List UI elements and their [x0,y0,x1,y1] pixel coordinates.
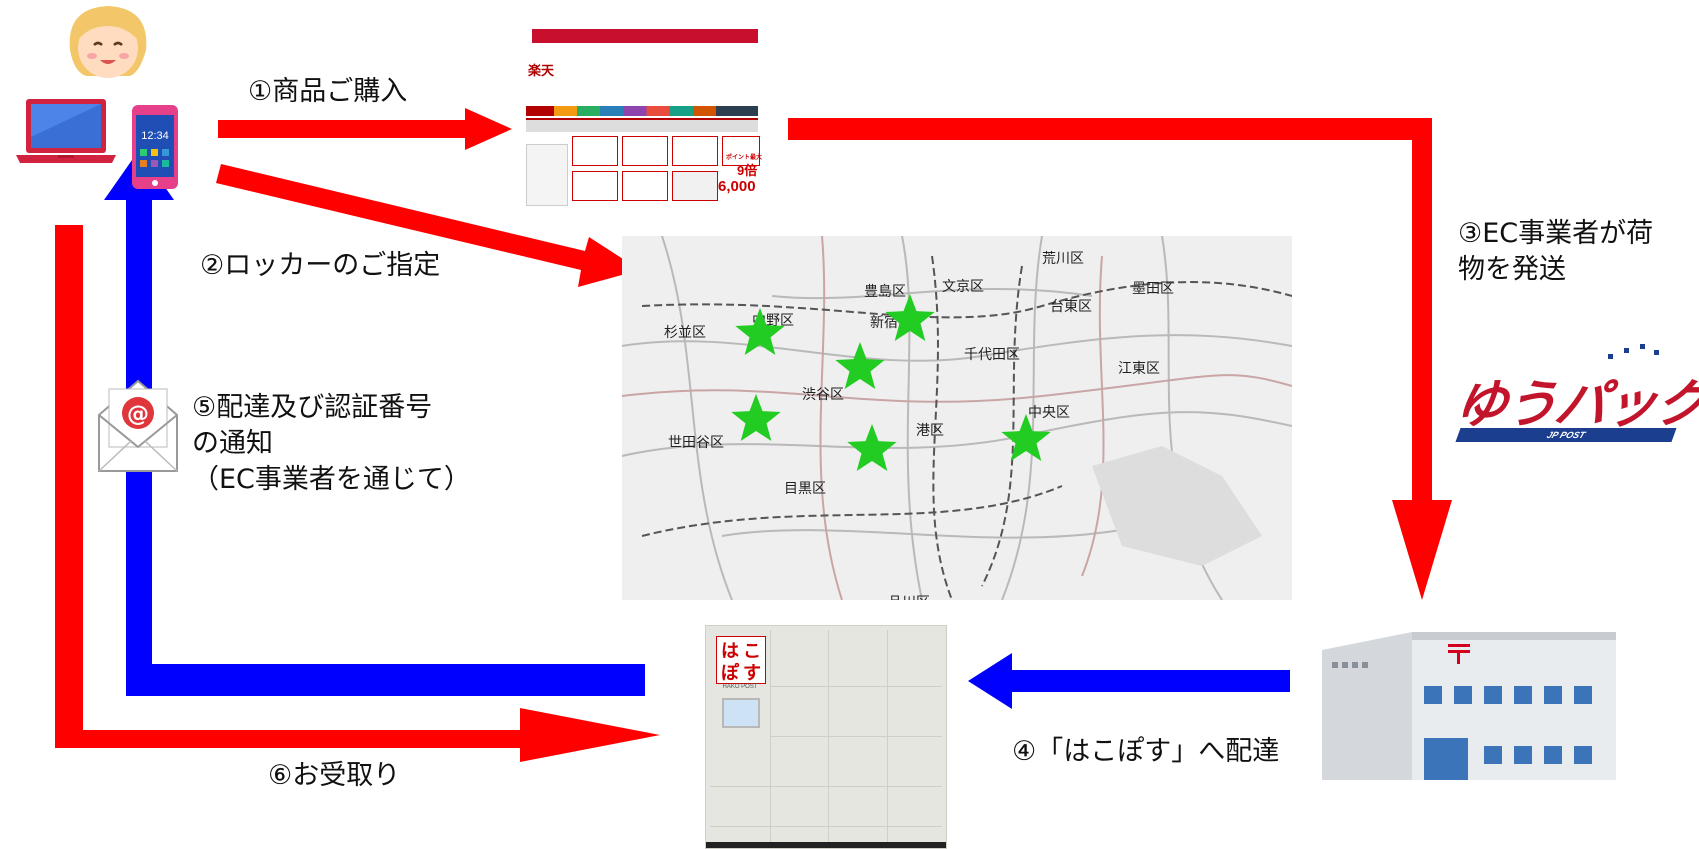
locker-row-divider [770,736,942,737]
ward-label: 港区 [916,423,944,439]
arrow-deliver [968,653,1290,709]
email-envelope-icon: @ [98,379,178,472]
website-search [526,118,758,132]
map-roads [622,236,1292,600]
website-card [572,171,618,201]
arrow-locker-select [216,164,640,287]
locker-row-divider [710,786,942,787]
step4-label: ④「はこぽす」へ配達 [1012,736,1280,767]
yupack-sub: JP POST [1455,428,1677,442]
hakopost-char: こ [743,641,761,662]
phone-clock: 12:34 [141,130,169,142]
locker-location-star [835,342,885,389]
ward-label: 江東区 [1118,361,1160,377]
locker-location-stars [731,294,1051,471]
website-nav [526,106,758,116]
website-sidebar [526,144,568,206]
ward-label: 目黒区 [784,481,826,497]
at-symbol: @ [127,402,149,427]
woman-face-icon [69,6,147,78]
yupack-logo: ゆうパック JP POST [1448,342,1699,468]
locker-row-divider [770,686,942,687]
ward-label: 墨田区 [1132,281,1174,297]
hakopost-locker: は こ ぽ す HAKO POST [705,625,947,849]
locker-screen [722,698,760,728]
ward-label: 台東区 [1050,299,1092,315]
hakopost-char: は [721,641,739,662]
locker-location-star [735,308,785,355]
locker-location-star [731,394,781,441]
locker-row-divider [710,826,942,827]
locker-column-divider [887,630,888,844]
laptop-icon [16,99,116,163]
website-card [572,136,618,166]
hakopost-char: ぽ [721,663,739,684]
website-big-number: 6,000 [718,178,756,195]
step6-label: ⑥お受取り [268,760,401,791]
step5-label: ⑤配達及び認証番号 の通知 （EC事業者を通じて） [192,392,471,495]
ward-label: 世田谷区 [668,435,724,451]
ward-label: 千代田区 [964,347,1020,363]
website-card [672,171,718,201]
arrow-purchase [218,108,512,150]
ward-label: 中央区 [1028,405,1070,421]
locker-location-star [1001,414,1051,461]
website-multiplier: 9倍 [737,163,758,178]
hakopost-sub: HAKO POST [722,684,758,690]
ward-label: 文京区 [942,279,984,295]
ward-label: 渋谷区 [802,387,844,403]
ward-label: 杉並区 [664,325,706,341]
yupack-name: ゆうパック [1451,375,1699,435]
hakopost-logo: は こ ぽ す [716,636,766,684]
tokyo-map: 荒川区豊島区文京区台東区墨田区中野区杉並区新宿区千代田区江東区渋谷区中央区港区世… [622,236,1292,600]
post-office-building-icon [1322,632,1616,780]
website-card [622,171,668,201]
ward-label: 豊島区 [864,284,906,300]
smartphone-icon: 12:34 [132,105,178,189]
website-card [672,136,718,166]
website-card [722,136,760,166]
ward-label: 荒川区 [1042,251,1084,267]
website-point-text: ポイント最大 [726,155,762,161]
website-logo: 楽天 [528,63,555,78]
locker-location-star [885,294,935,341]
locker-column-divider [828,630,829,844]
yupack-dots [1608,344,1659,359]
locker-location-star [847,424,897,471]
website-banner [532,29,758,43]
step3-label: ③EC事業者が荷 物を発送 [1458,218,1654,285]
ec-website-screenshot: 楽天 ポイント最大 9倍 6,000 [522,26,762,206]
hakopost-char: す [743,663,761,684]
locker-base [706,842,946,848]
ward-label: 品川区 [888,592,930,600]
step2-label: ②ロッカーのご指定 [200,250,441,281]
step1-label: ①商品ご購入 [248,76,408,107]
website-card [622,136,668,166]
locker-column-divider [770,630,771,844]
